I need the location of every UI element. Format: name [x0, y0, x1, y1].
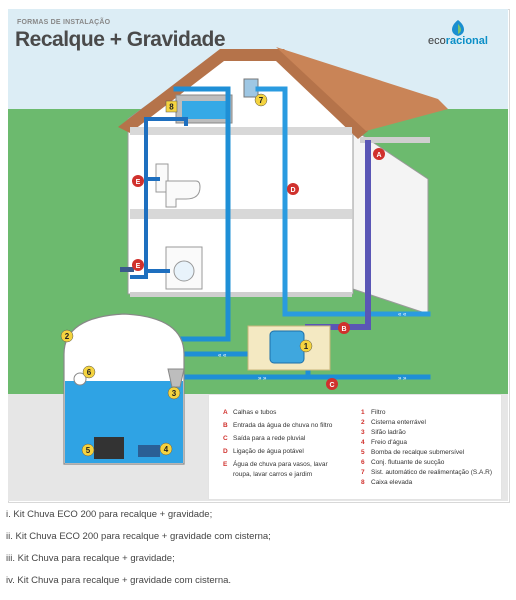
diagram-figure: « « « « » » » » 8 7 1 2 3 4 5 6 A B C D …: [8, 9, 510, 503]
badge-1: 1: [299, 339, 313, 353]
badge-8: 8: [165, 100, 178, 113]
ground-floor-slab: [130, 292, 352, 297]
marker-B: B: [338, 322, 350, 334]
badge-5: 5: [81, 443, 95, 457]
logo-prefix: eco: [428, 35, 446, 47]
option-iv: iv. Kit Chuva para recalque + gravidade …: [6, 575, 232, 586]
ecoracional-logo: [452, 20, 464, 36]
submersible-pump: [94, 437, 124, 459]
svg-text:» »: » »: [398, 376, 407, 382]
suction-float: [73, 372, 87, 386]
marker-E-lower: E: [132, 259, 144, 271]
marker-A: A: [373, 148, 385, 160]
svg-text:» »: » »: [258, 376, 267, 382]
svg-text:3: 3: [172, 389, 177, 398]
badge-6: 6: [82, 365, 96, 379]
ceiling-slab: [130, 127, 352, 135]
svg-text:« «: « «: [398, 312, 407, 318]
roof-top: [276, 47, 448, 131]
svg-text:B: B: [341, 326, 346, 333]
badge-2: 2: [60, 329, 74, 343]
diagram-title: Recalque + Gravidade: [15, 28, 226, 51]
svg-text:5: 5: [86, 446, 91, 455]
number-badges: 8 7 1 2 3 4 5 6: [60, 93, 313, 457]
flow-arrows: « « « « » » » »: [218, 312, 407, 382]
washing-machine: [165, 246, 203, 290]
svg-text:8: 8: [169, 103, 174, 112]
option-iii: iii. Kit Chuva para recalque + gravidade…: [6, 553, 175, 564]
gutter: [360, 137, 430, 143]
option-ii: ii. Kit Chuva ECO 200 para recalque + gr…: [6, 531, 271, 542]
water-brake: [138, 445, 160, 457]
marker-D: D: [287, 183, 299, 195]
answer-options: i. Kit Chuva ECO 200 para recalque + gra…: [6, 508, 511, 596]
potable-pipe: [255, 86, 431, 317]
rainwater-feed-pipe: [130, 117, 188, 279]
svg-text:D: D: [290, 187, 295, 194]
svg-text:E: E: [136, 263, 141, 270]
letter-markers: A B C D E E: [132, 148, 385, 390]
badge-4: 4: [159, 442, 173, 456]
badge-3: 3: [167, 386, 181, 400]
diagram-supertitle: FORMAS DE INSTALAÇÃO: [17, 19, 111, 26]
badge-7: 7: [254, 93, 268, 107]
elevated-tank-water: [182, 101, 226, 119]
floor-slab-upper: [130, 209, 352, 219]
svg-text:6: 6: [87, 368, 92, 377]
svg-text:7: 7: [259, 96, 264, 105]
svg-text:1: 1: [304, 342, 309, 351]
logo-wordmark: ecoracional: [428, 35, 488, 47]
marker-C: C: [326, 378, 338, 390]
option-i: i. Kit Chuva ECO 200 para recalque + gra…: [6, 509, 213, 520]
svg-text:A: A: [376, 152, 381, 159]
garden-tap: [120, 267, 134, 272]
svg-text:4: 4: [164, 445, 169, 454]
filter: [269, 330, 305, 364]
toilet: [155, 163, 201, 208]
svg-text:E: E: [136, 179, 141, 186]
legend-left-5: roupa, lavar carros e jardim: [233, 471, 313, 478]
logo-suffix: racional: [445, 35, 488, 47]
overflow-siphon: [167, 368, 185, 388]
svg-text:C: C: [329, 382, 334, 389]
svg-text:« «: « «: [218, 353, 227, 359]
svg-text:2: 2: [65, 332, 70, 341]
marker-E-upper: E: [132, 175, 144, 187]
